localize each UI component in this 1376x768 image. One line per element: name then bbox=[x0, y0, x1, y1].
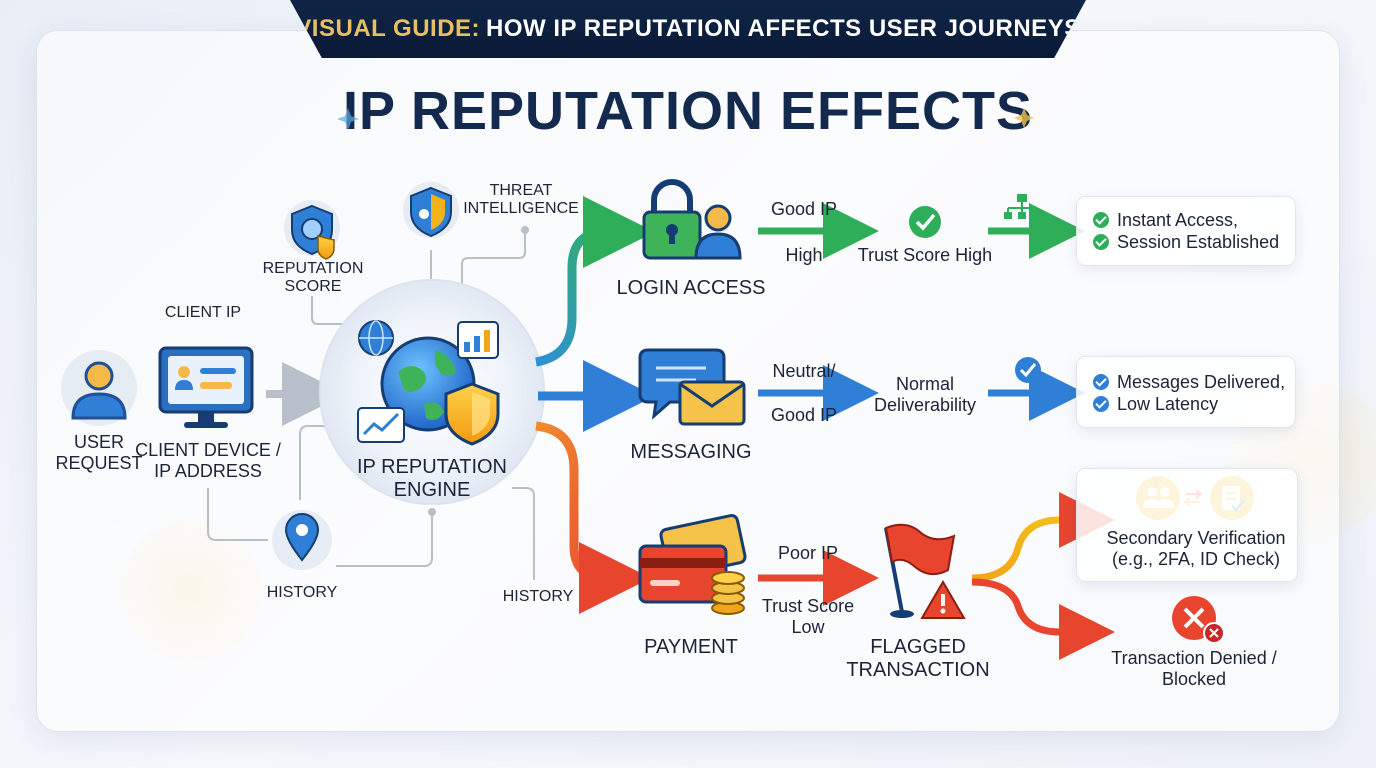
check-icon bbox=[1093, 234, 1109, 250]
threat-shield-icon bbox=[403, 182, 459, 238]
result-text: Low Latency bbox=[1117, 393, 1219, 414]
user-request-label: USER REQUEST bbox=[44, 432, 154, 473]
check-icon bbox=[1093, 396, 1109, 412]
label-line: Transaction Denied / bbox=[1111, 648, 1277, 668]
banner-highlight: VISUAL GUIDE: bbox=[295, 15, 481, 42]
check-badge-icon bbox=[1015, 357, 1041, 383]
check-circle-icon bbox=[909, 206, 941, 238]
payment-label: PAYMENT bbox=[644, 636, 738, 658]
location-pin-icon bbox=[272, 510, 332, 570]
engine-label: IP REPUTATION ENGINE bbox=[352, 456, 512, 502]
connector-line bbox=[336, 514, 433, 567]
neutral-ip-label-bottom: Good IP bbox=[770, 405, 838, 425]
page-title: IP REPUTATION EFFECTS bbox=[342, 81, 1034, 141]
poor-ip-label: Poor IP bbox=[777, 543, 839, 563]
label-line: ENGINE bbox=[393, 479, 471, 501]
result-row: Instant Access, bbox=[1093, 209, 1295, 231]
red-flag-icon bbox=[884, 523, 956, 618]
network-globe-icon bbox=[358, 320, 394, 356]
sparkle-icon bbox=[1014, 108, 1034, 128]
label-line: SCORE bbox=[284, 278, 342, 296]
login-flow-arrow bbox=[535, 196, 655, 367]
history-left-label: HISTORY bbox=[266, 584, 338, 601]
connector-dot bbox=[428, 508, 436, 516]
neutral-ip-label-top: Neutral/ bbox=[772, 361, 836, 381]
padlock-user-icon bbox=[642, 179, 742, 260]
client-device-label: CLIENT DEVICE / IP ADDRESS bbox=[128, 440, 288, 481]
login-result-card: Instant Access, Session Established bbox=[1076, 196, 1296, 266]
reputation-shield-icon bbox=[284, 200, 340, 260]
messaging-label: MESSAGING bbox=[630, 441, 752, 463]
connector-line bbox=[207, 488, 268, 541]
denied-x-icon bbox=[1172, 596, 1225, 644]
label-line: Low bbox=[791, 616, 825, 637]
normal-deliverability-label: Normal Deliverability bbox=[860, 374, 990, 415]
denied-branch-arrow bbox=[971, 578, 1115, 660]
result-row: Session Established bbox=[1093, 231, 1295, 253]
connector-line bbox=[461, 232, 526, 286]
payment-flow-arrow bbox=[535, 421, 651, 614]
label-line: Normal bbox=[895, 374, 954, 394]
engine-ring bbox=[335, 295, 529, 489]
computer-monitor-icon bbox=[158, 346, 254, 428]
label-line: IP REPUTATION bbox=[356, 456, 508, 478]
result-text: Session Established bbox=[1117, 231, 1280, 252]
messaging-result-card: Messages Delivered, Low Latency bbox=[1076, 356, 1296, 428]
threat-intelligence-label: THREAT INTELLIGENCE bbox=[458, 182, 584, 219]
sparkle-icon bbox=[337, 108, 359, 130]
secondary-verification-label: Secondary Verification (e.g., 2FA, ID Ch… bbox=[1076, 528, 1316, 569]
label-line: CLIENT DEVICE / bbox=[135, 440, 281, 460]
warning-triangle-icon bbox=[920, 580, 966, 619]
trend-chart-icon bbox=[357, 407, 405, 443]
connector-line bbox=[311, 296, 342, 325]
history-right-label: HISTORY bbox=[502, 588, 574, 605]
label-line: (e.g., 2FA, ID Check) bbox=[1111, 548, 1281, 569]
secondary-verification-card bbox=[1076, 468, 1298, 582]
check-icon bbox=[1093, 374, 1109, 390]
good-ip-label: Good IP bbox=[770, 199, 838, 219]
label-line: THREAT bbox=[489, 182, 553, 199]
verification-branch-arrow bbox=[971, 492, 1115, 582]
result-row: Low Latency bbox=[1093, 393, 1295, 415]
guide-banner: VISUAL GUIDE: HOW IP REPUTATION AFFECTS … bbox=[290, 0, 1086, 58]
label-line: USER bbox=[73, 432, 124, 452]
transaction-denied-label: Transaction Denied / Blocked bbox=[1094, 648, 1294, 689]
label-line: Trust Score bbox=[761, 596, 855, 616]
label-line: IP ADDRESS bbox=[154, 460, 262, 481]
bar-chart-icon bbox=[457, 321, 499, 359]
trust-score-low-label: Trust Score Low bbox=[748, 596, 868, 637]
label-line: Blocked bbox=[1161, 668, 1227, 689]
result-text: Instant Access, bbox=[1117, 209, 1239, 230]
connector-line bbox=[512, 487, 535, 580]
label-line: TRANSACTION bbox=[846, 659, 990, 681]
label-line: REQUEST bbox=[55, 452, 143, 473]
label-line: FLAGGED bbox=[870, 636, 966, 658]
label-line: Deliverability bbox=[873, 394, 977, 415]
result-row: Messages Delivered, bbox=[1093, 371, 1295, 393]
connector-dot bbox=[521, 226, 529, 234]
label-line: REPUTATION bbox=[262, 260, 364, 277]
gold-shield-icon bbox=[444, 382, 500, 446]
banner-text: HOW IP REPUTATION AFFECTS USER JOURNEYS bbox=[486, 15, 1081, 42]
check-icon bbox=[1093, 212, 1109, 228]
client-ip-label: CLIENT IP bbox=[164, 304, 242, 321]
network-hierarchy-icon bbox=[1004, 194, 1040, 219]
login-access-label: LOGIN ACCESS bbox=[616, 277, 766, 299]
message-envelope-icon bbox=[638, 348, 746, 426]
label-line: Secondary Verification bbox=[1106, 528, 1286, 548]
connector-line bbox=[299, 425, 326, 500]
user-icon bbox=[61, 350, 137, 426]
credit-card-coins-icon bbox=[638, 514, 747, 615]
label-line: INTELLIGENCE bbox=[463, 200, 579, 218]
result-text: Messages Delivered, bbox=[1117, 371, 1286, 392]
high-label: High bbox=[785, 245, 823, 265]
reputation-score-label: REPUTATION SCORE bbox=[252, 260, 374, 297]
flagged-transaction-label: FLAGGED TRANSACTION bbox=[840, 636, 996, 682]
trust-score-high-label: Trust Score High bbox=[857, 245, 993, 265]
